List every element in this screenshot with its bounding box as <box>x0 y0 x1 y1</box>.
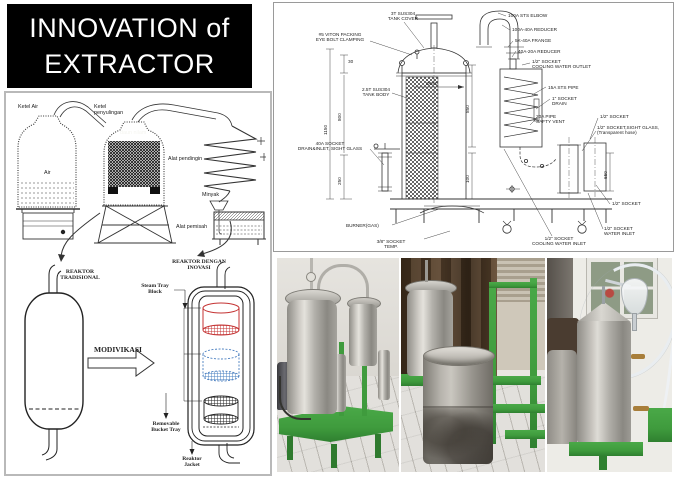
label-reaktor-jacket: Reaktor Jacket <box>182 456 202 469</box>
label-removable-bucket-tray: Removable Bucket Tray <box>151 421 181 434</box>
photo1-green-post <box>362 354 367 416</box>
photo3-green-base <box>569 442 643 456</box>
photo3-background-drum <box>547 350 577 444</box>
label-daun-nilam: daun nilam <box>120 130 147 136</box>
label-minyak: Minyak <box>202 192 220 198</box>
photo1-condenser-column <box>378 350 390 400</box>
photo2-frame-step <box>505 430 545 439</box>
photo1-pressure-gauge <box>306 272 316 282</box>
support-frame <box>390 198 612 234</box>
dim-1150: 1150 <box>323 124 328 135</box>
label-alat-pemisah: Alat pemisah <box>176 224 208 230</box>
modification-arrow <box>87 349 155 377</box>
label-modivikasi: MODIVIKASI <box>94 345 142 354</box>
dim-650-dia: Ø650 <box>426 81 438 86</box>
label-tank-cover: 3T SUS304 TANK COVER <box>387 11 419 22</box>
dim-30: 30 <box>348 59 354 64</box>
photo1-hose <box>279 376 311 420</box>
photo3-green-stand <box>648 408 672 442</box>
oil-separator-sketch <box>209 190 266 245</box>
photo-extractor-unit-front <box>277 258 399 472</box>
label-socket-upper: 1/2" SOCKET <box>600 114 629 119</box>
label-socket-lower: 1/2" SOCKET <box>612 201 641 206</box>
diagram-line-art <box>16 101 266 464</box>
label-viton-packing: #5 VITON PACKING EYE BOLT CLAMPING <box>315 32 365 43</box>
label-sight-glass: 1/2" SOCKET,SIGHT GLASS, (Transparent ho… <box>597 125 660 136</box>
photo3-funnel-stem <box>632 313 637 331</box>
photo2-frame-bar <box>530 278 537 448</box>
photo1-platform-leg <box>375 434 381 458</box>
black-bucket-tray <box>203 395 239 425</box>
photo1-small-tank <box>349 304 377 366</box>
label-temp-socket: 3/8" SOCKET TEMP. <box>376 239 406 250</box>
label-tank-body: 2.5T SUS304 TANK BODY <box>361 87 391 98</box>
photo1-main-tank <box>287 300 337 414</box>
steam-pipe-2 <box>131 103 233 127</box>
label-sts-pipe: 15A STS PIPE <box>548 85 579 90</box>
photo2-window-blinds <box>497 258 545 302</box>
photo2-frame-top <box>489 282 537 288</box>
label-cooling-inlet: 1/2" SOCKET COOLING WATER INLET <box>532 236 586 247</box>
photo2-drum-seam <box>423 406 493 408</box>
traditional-reactor <box>24 264 84 461</box>
label-safety-vent: 20A PIPE SAFTY VENT <box>536 114 565 125</box>
connector-arrows <box>58 212 232 262</box>
label-drain-inlet: 40A SOCKET DRAIN&INLET, SIGHT GLASS <box>297 141 363 152</box>
leader-lines <box>369 12 611 240</box>
dimension-lines <box>326 48 614 200</box>
label-ketel-air: Ketel Air <box>18 104 39 110</box>
label-air: Air <box>44 170 51 176</box>
photo3-tank-body <box>577 321 631 443</box>
drawing-line-art <box>326 10 614 240</box>
photo3-base-leg <box>599 456 607 470</box>
dim-650: 650 <box>603 171 608 179</box>
label-steam-tray-block: Steam Tray Block <box>141 283 169 296</box>
oil-separator <box>506 137 607 199</box>
label-reaktor-inovasi: REAKTOR DENGAN INOVASI <box>172 259 226 272</box>
photo2-drum-stain <box>423 408 493 464</box>
kettle-air-sketch <box>16 115 80 240</box>
diagram-panel: Ketel Air Ketel penyulingan Air daun nil… <box>4 91 272 476</box>
photo3-vapor-pipe <box>602 286 605 304</box>
photo1-platform-leg <box>287 436 293 460</box>
label-burner: BURNER(GAS) <box>346 223 379 228</box>
label-water-inlet: 1/2" SOCKET WATER INLET <box>604 226 635 237</box>
label-cooling-outlet: 1/2" SOCKET COOLING WATER OUTLET <box>532 59 592 70</box>
red-bucket-tray <box>202 302 240 336</box>
photo3-brass-valve <box>631 354 645 359</box>
dim-800: 800 <box>337 113 342 121</box>
title-banner: INNOVATION of EXTRACTOR <box>7 4 252 88</box>
label-ketel-penyulingan: Ketel penyulingan <box>94 104 124 116</box>
photo2-frame-step <box>493 404 545 413</box>
drain-sight-glass <box>373 143 400 192</box>
cooling-coil-sketch <box>203 125 266 192</box>
photo1-arch-pipe <box>317 264 369 299</box>
photo2-tank-pipe <box>425 260 428 282</box>
label-reducer1: 100A-40A REDUCER <box>512 27 558 32</box>
main-tank <box>396 14 472 203</box>
condenser-tank <box>499 68 557 168</box>
label-elbow: 100A STS ELBOW <box>508 13 548 18</box>
innovated-reactor <box>163 261 255 464</box>
label-drain-socket: 1" SOCKET DRAIN <box>552 96 577 107</box>
engineering-drawing-panel: 3T SUS304 TANK COVER #5 VITON PACKING EY… <box>273 2 674 252</box>
label-reaktor-tradisional: REAKTOR TRADISIONAL <box>60 269 100 282</box>
photo1-platform-leg <box>331 444 337 468</box>
photo3-brass-valve <box>633 406 649 411</box>
photo-extractor-unit-side <box>401 258 545 472</box>
label-frange: 5K-40A FRANGE <box>515 38 552 43</box>
dim-850: 850 <box>465 105 470 113</box>
steam-pipe-1 <box>53 101 107 128</box>
photo2-frame-step <box>481 376 541 385</box>
photo2-drum-rim <box>423 346 495 366</box>
photo-separator-tank <box>547 258 672 472</box>
slide-title: INNOVATION of EXTRACTOR <box>29 12 230 79</box>
dim-100: 100 <box>465 175 470 183</box>
distillation-kettle-sketch <box>94 121 176 244</box>
label-alat-pendingin: Alat pendingin <box>168 156 203 162</box>
blue-bucket-tray <box>202 348 240 382</box>
label-reducer2: 40A-20A REDUCER <box>518 49 561 54</box>
dim-250: 250 <box>337 177 342 185</box>
